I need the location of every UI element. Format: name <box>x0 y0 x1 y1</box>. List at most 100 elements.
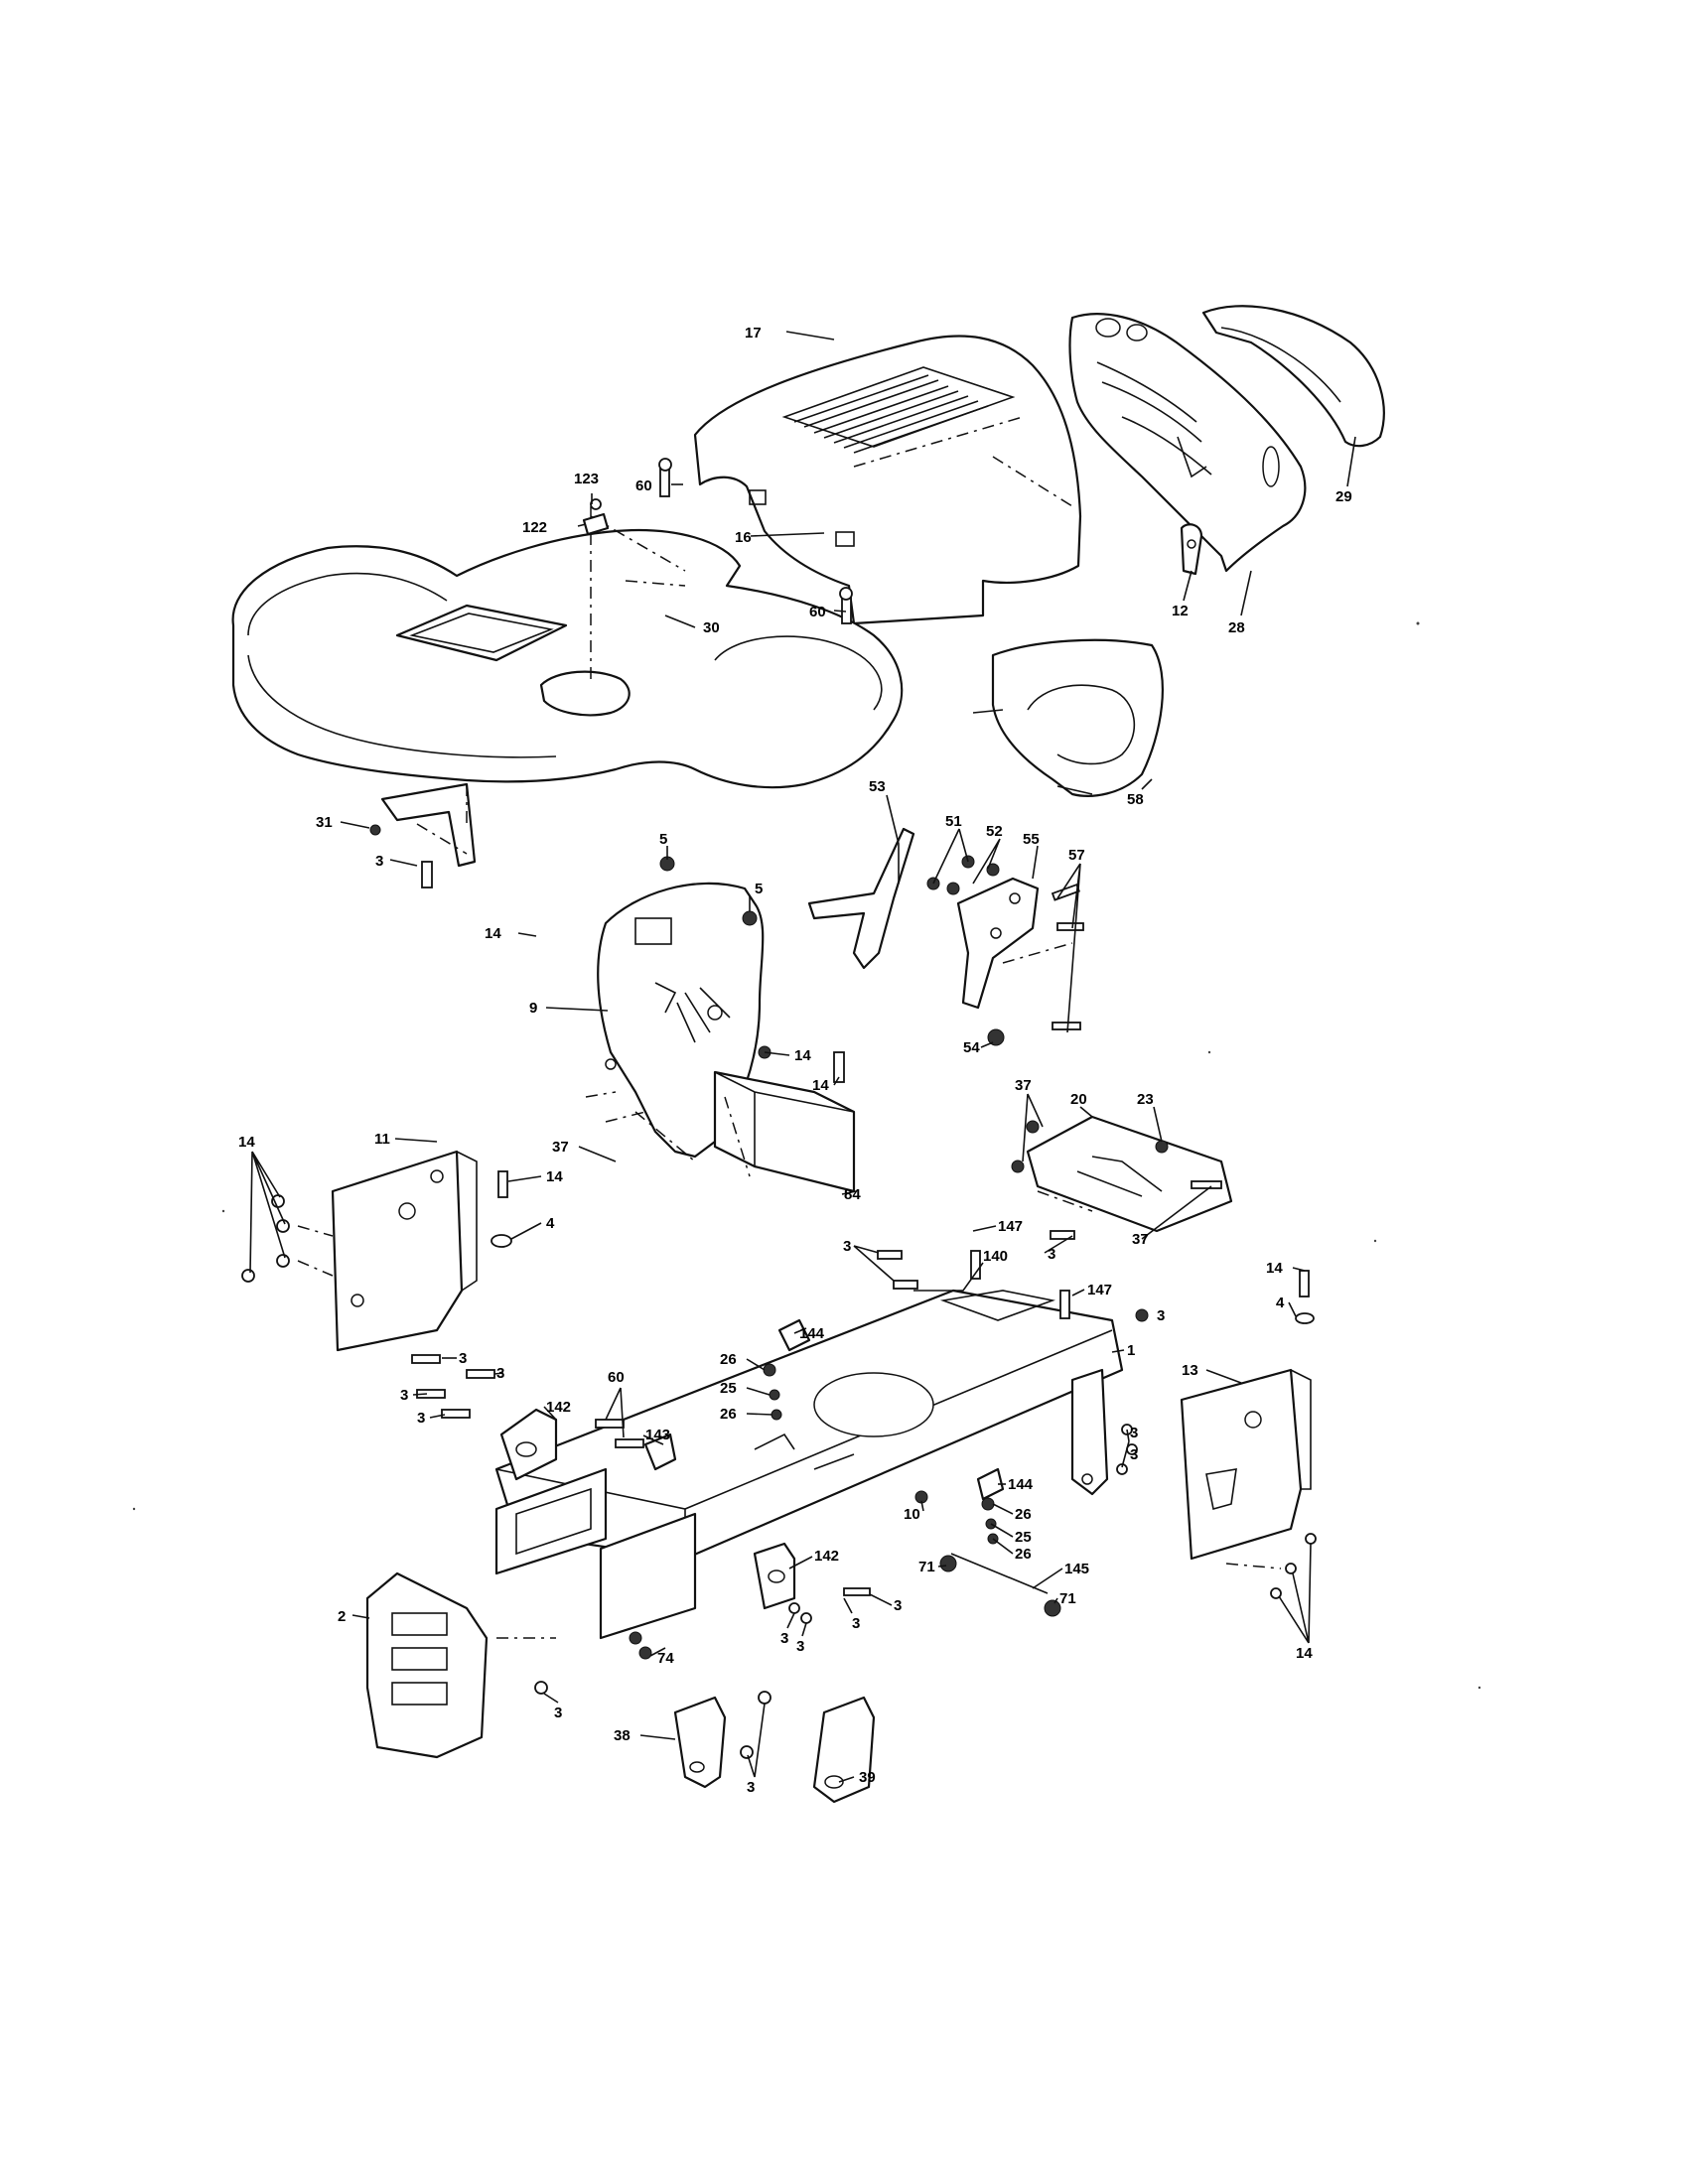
rear-plate-left <box>494 1467 608 1575</box>
bracket-part-39 <box>740 1691 876 1804</box>
side-panel-part-11 <box>241 1150 512 1352</box>
headlight-lens-part-29 <box>1201 305 1385 448</box>
callout-3: 3 <box>796 1638 804 1655</box>
callout-14: 14 <box>546 1168 563 1185</box>
callout-26: 26 <box>720 1406 737 1423</box>
callout-14: 14 <box>1296 1645 1313 1662</box>
callout-11: 11 <box>374 1131 390 1148</box>
callout-3: 3 <box>780 1630 788 1647</box>
callout-5: 5 <box>659 831 667 848</box>
callout-142: 142 <box>814 1548 839 1565</box>
callout-3: 3 <box>496 1365 504 1382</box>
callout-60: 60 <box>608 1369 625 1386</box>
callout-1: 1 <box>1127 1342 1135 1359</box>
callout-147: 147 <box>998 1218 1023 1235</box>
callout-3: 3 <box>852 1615 860 1632</box>
callout-60: 60 <box>635 478 652 494</box>
callout-37: 37 <box>1015 1077 1032 1094</box>
callout-60: 60 <box>809 604 826 620</box>
callout-30: 30 <box>703 619 720 636</box>
callout-54: 54 <box>963 1039 980 1056</box>
callout-14: 14 <box>794 1047 811 1064</box>
callout-3: 3 <box>843 1238 851 1255</box>
callout-17: 17 <box>745 325 762 341</box>
bracket-part-38 <box>673 1696 727 1789</box>
hood-part-17 <box>693 335 1082 625</box>
callout-39: 39 <box>859 1769 876 1786</box>
callout-38: 38 <box>614 1727 631 1744</box>
latch-part-12 <box>1180 523 1203 576</box>
rear-plate-center <box>599 1512 697 1640</box>
callout-29: 29 <box>1335 488 1352 505</box>
callout-53: 53 <box>869 778 886 795</box>
callout-123: 123 <box>574 471 599 487</box>
front-plate-part-2 <box>365 1571 548 1759</box>
callout-14: 14 <box>812 1077 829 1094</box>
callout-2: 2 <box>338 1608 346 1625</box>
side-panel-part-13 <box>1180 1270 1317 1599</box>
seal-part-58 <box>972 638 1164 797</box>
callout-52: 52 <box>986 823 1003 840</box>
callout-58: 58 <box>1127 791 1144 808</box>
callout-4: 4 <box>1276 1295 1285 1311</box>
callout-31: 31 <box>316 814 333 831</box>
callout-3: 3 <box>459 1350 467 1367</box>
callout-51: 51 <box>945 813 962 830</box>
callout-143: 143 <box>645 1427 670 1443</box>
callout-14: 14 <box>1266 1260 1283 1277</box>
callout-5: 5 <box>755 881 763 897</box>
callout-3: 3 <box>747 1779 755 1796</box>
callout-28: 28 <box>1228 619 1245 636</box>
callout-3: 3 <box>1130 1425 1138 1441</box>
callout-57: 57 <box>1068 847 1085 864</box>
scan-specks <box>132 621 1481 1690</box>
callout-14: 14 <box>485 925 501 942</box>
callout-9: 9 <box>529 1000 537 1017</box>
callout-3: 3 <box>894 1597 902 1614</box>
callout-140: 140 <box>983 1248 1008 1265</box>
callout-71: 71 <box>918 1559 935 1575</box>
callout-3: 3 <box>417 1410 425 1427</box>
callout-74: 74 <box>657 1650 674 1667</box>
mount-plate-part-20 <box>1011 1115 1233 1233</box>
assembly-lines <box>297 784 1282 1639</box>
callout-14: 14 <box>238 1134 255 1151</box>
callout-3: 3 <box>1130 1446 1138 1463</box>
callout-144: 144 <box>1008 1476 1034 1493</box>
callout-16: 16 <box>735 529 752 546</box>
callout-3: 3 <box>1157 1307 1165 1324</box>
callout-144: 144 <box>799 1325 825 1342</box>
callout-37: 37 <box>552 1139 569 1156</box>
callout-26: 26 <box>1015 1506 1032 1523</box>
callout-4: 4 <box>546 1215 555 1232</box>
callout-26: 26 <box>1015 1546 1032 1563</box>
callout-20: 20 <box>1070 1091 1087 1108</box>
callout-37: 37 <box>1132 1231 1149 1248</box>
bracket-part-142-right <box>753 1542 796 1610</box>
callout-71: 71 <box>1059 1590 1076 1607</box>
bracket-part-142-left <box>499 1408 558 1481</box>
bracket-part-55 <box>956 877 1040 1010</box>
callout-13: 13 <box>1182 1362 1198 1379</box>
callout-23: 23 <box>1137 1091 1154 1108</box>
callout-122: 122 <box>522 519 547 536</box>
callout-labels: 17 60 123 122 16 29 12 28 30 60 58 31 3 … <box>238 325 1352 1796</box>
callout-147: 147 <box>1087 1282 1112 1298</box>
callout-26: 26 <box>720 1351 737 1368</box>
callout-3: 3 <box>375 853 383 870</box>
callout-142: 142 <box>546 1399 571 1416</box>
callout-84: 84 <box>844 1186 861 1203</box>
callout-55: 55 <box>1023 831 1040 848</box>
callout-25: 25 <box>720 1380 737 1397</box>
leader-lines <box>249 331 1356 1783</box>
callout-10: 10 <box>904 1506 920 1523</box>
fender-part-30 <box>231 506 904 789</box>
callout-3: 3 <box>554 1705 562 1721</box>
callout-3: 3 <box>1048 1246 1055 1263</box>
bracket-part-53 <box>807 827 915 970</box>
callout-25: 25 <box>1015 1529 1032 1546</box>
callout-145: 145 <box>1064 1561 1089 1577</box>
grille-part-28 <box>1068 313 1307 573</box>
callout-12: 12 <box>1172 603 1189 619</box>
